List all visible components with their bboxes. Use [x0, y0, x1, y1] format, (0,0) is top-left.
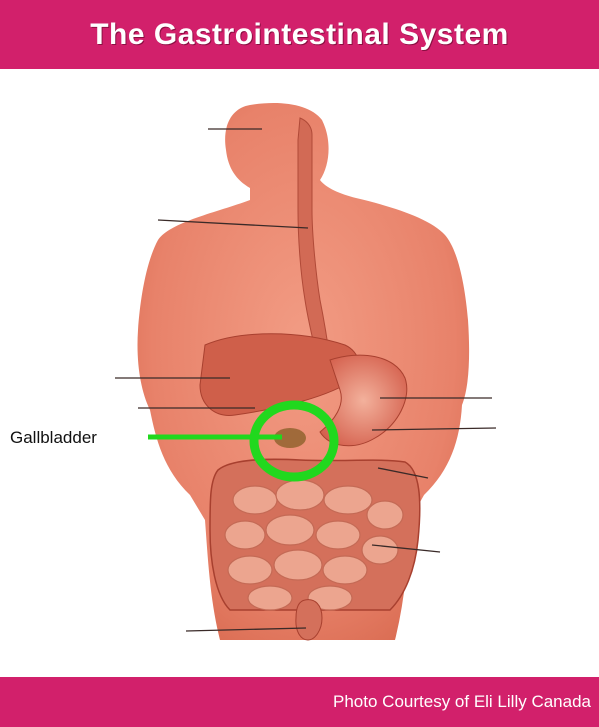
gallbladder-label: Gallbladder — [10, 428, 97, 448]
page-title: The Gastrointestinal System — [90, 18, 509, 52]
credit-banner: Photo Courtesy of Eli Lilly Canada — [0, 677, 599, 727]
photo-credit: Photo Courtesy of Eli Lilly Canada — [333, 692, 591, 712]
title-banner: The Gastrointestinal System — [0, 0, 599, 69]
anatomy-illustration — [0, 69, 599, 677]
